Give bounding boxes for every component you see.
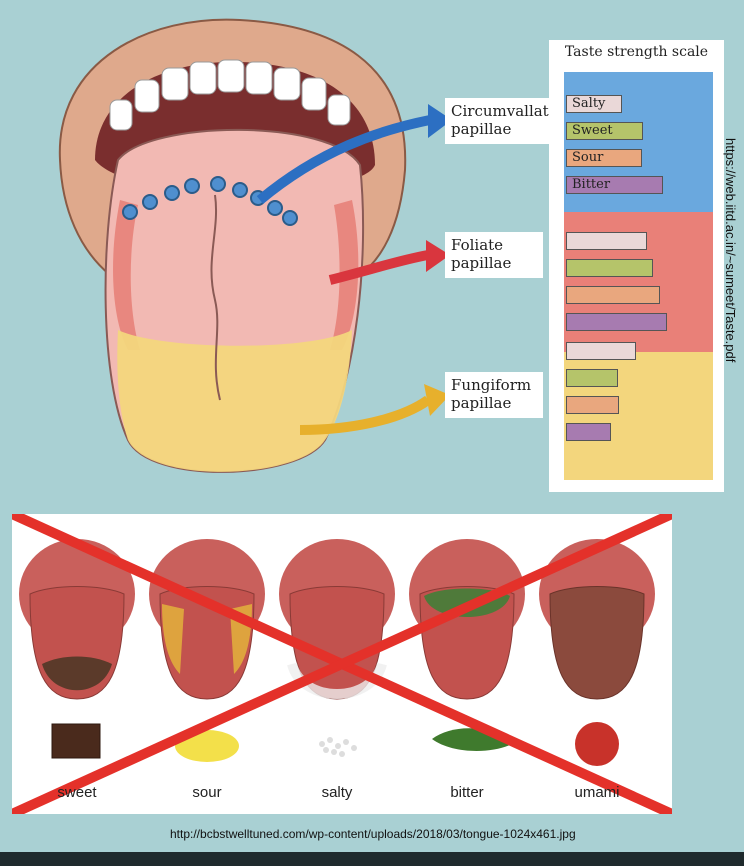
- bar-circumvallate-sweet: Sweet: [566, 122, 643, 140]
- scale-title: Taste strength scale: [564, 44, 709, 60]
- taste-label-sour: sour: [192, 784, 222, 801]
- tongue-map-panel: sweet sour salty bitter umami: [12, 514, 672, 814]
- bar-circumvallate-sour: Sour: [566, 149, 642, 167]
- taste-strength-scale: Taste strength scale Salty Sweet Sour Bi…: [549, 40, 724, 492]
- chocolate-icon: [51, 723, 101, 759]
- taste-label-sweet: sweet: [57, 784, 97, 801]
- upper-teeth: [109, 59, 351, 131]
- taste-label-umami: umami: [574, 784, 620, 801]
- bar-fungiform-bitter: [566, 423, 611, 441]
- fungiform-arrow: [299, 395, 431, 435]
- bar-foliate-sweet: [566, 259, 653, 277]
- tongue-bitter: [409, 539, 525, 700]
- foliate-arrow: [328, 250, 429, 285]
- bar-foliate-bitter: [566, 313, 667, 331]
- bar-fungiform-sour: [566, 396, 619, 414]
- tongue-sweet: [19, 539, 135, 700]
- bar-fungiform-sweet: [566, 369, 618, 387]
- bar-foliate-sour: [566, 286, 660, 304]
- taste-label-salty: salty: [321, 784, 353, 801]
- tomato-icon: [575, 722, 619, 766]
- circumvallate-label: Circumvallate papillae: [445, 98, 563, 144]
- tongue-map-illustration: [12, 514, 672, 814]
- bar-circumvallate-salty: Salty: [566, 95, 622, 113]
- foliate-label: Foliate papillae: [445, 232, 543, 278]
- side-source-url: https://web.iitd.ac.in/~sumeet/Taste.pdf: [723, 138, 738, 363]
- circumvallate-papillae-dots: [122, 176, 298, 226]
- cross-line-2: [12, 514, 672, 814]
- fungiform-label: Fungiform papillae: [445, 372, 543, 418]
- bar-fungiform-salty: [566, 342, 636, 360]
- circumvallate-arrow: [256, 115, 431, 204]
- salt-icon: [319, 737, 357, 757]
- bar-foliate-salty: [566, 232, 647, 250]
- tongue-illustration: [58, 18, 452, 473]
- bottom-source-url: http://bcbstwelltuned.com/wp-content/upl…: [170, 827, 576, 841]
- footer-bar: [0, 852, 744, 866]
- taste-label-bitter: bitter: [450, 784, 484, 801]
- bar-circumvallate-bitter: Bitter: [566, 176, 663, 194]
